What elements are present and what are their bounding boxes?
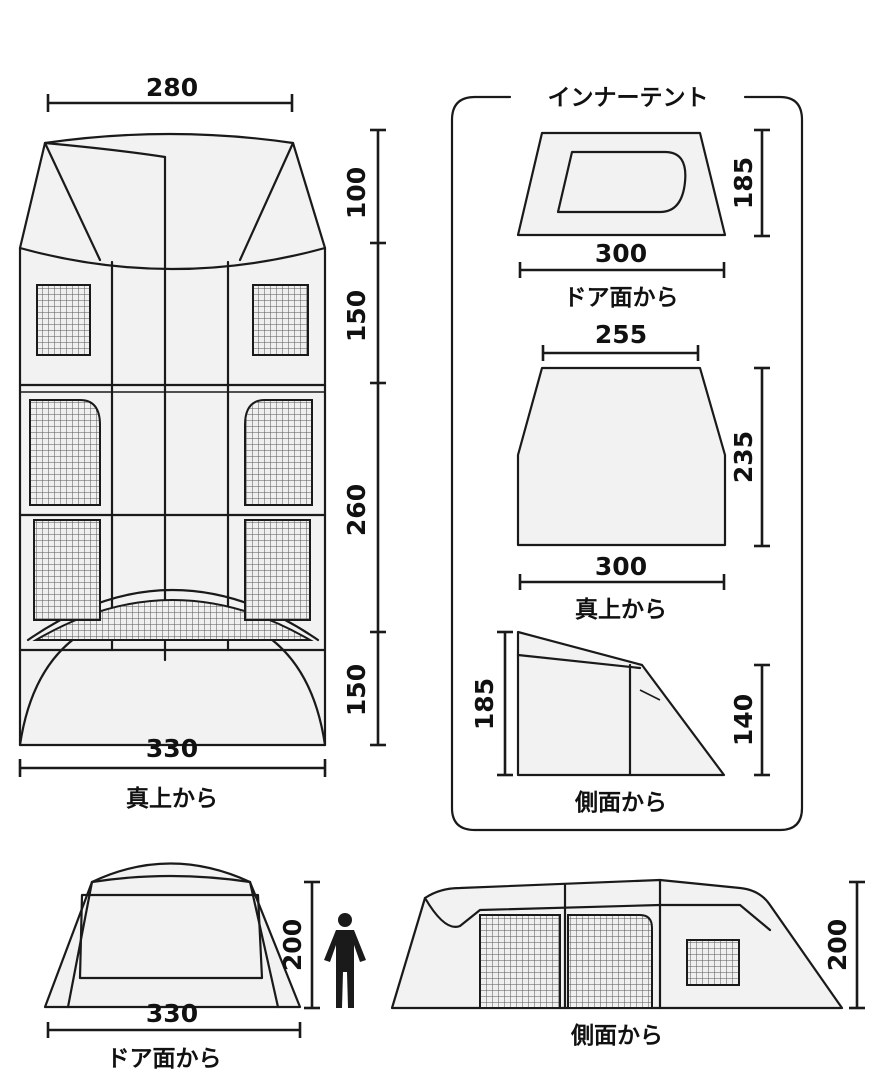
side-view-height: 200: [823, 919, 852, 971]
side-mesh-panel-right: [567, 914, 653, 1009]
base-width-label: 330: [146, 734, 198, 763]
side-view-caption: 側面から: [570, 1023, 663, 1049]
top-view: 280: [18, 73, 386, 812]
side-view: 200 側面から: [390, 878, 865, 1049]
mesh-door-left: [29, 399, 101, 506]
top-width-label: 280: [146, 73, 198, 102]
inner-side-left-height: 185: [470, 678, 499, 730]
door-face-view: 200 330 ドア面から: [43, 862, 320, 1072]
inner-top-view: 255 235 300 真上から: [516, 320, 770, 623]
inner-side-view: 185 140 側面から: [470, 630, 770, 816]
inner-side-right-height: 140: [729, 694, 758, 746]
dim-label-1: 100: [342, 167, 371, 219]
dim-label-2: 150: [342, 290, 371, 342]
inner-side-caption: 側面から: [574, 790, 667, 816]
side-window: [686, 939, 740, 986]
person-icon: [324, 913, 366, 1008]
mesh-window-upper-right: [252, 284, 309, 356]
door-view-caption: ドア面から: [107, 1046, 222, 1072]
inner-top-width-label: 255: [595, 320, 647, 349]
mesh-door-right: [244, 399, 313, 506]
dim-label-3: 260: [342, 484, 371, 536]
inner-door-face-view: 185 300 ドア面から: [516, 128, 770, 311]
top-view-caption: 真上から: [126, 785, 218, 812]
inner-top-bottom-width-label: 300: [595, 552, 647, 581]
top-view-length-dimensions: 100 150 260 150: [342, 128, 386, 747]
inner-door-width: 300: [595, 239, 647, 268]
top-width-dimension: 280: [46, 73, 294, 112]
inner-door-caption: ドア面から: [564, 285, 679, 311]
inner-top-caption: 真上から: [575, 596, 667, 623]
mesh-window-lower-left: [33, 519, 101, 621]
door-view-width: 330: [146, 999, 198, 1028]
mesh-window-upper-left: [36, 284, 91, 356]
side-mesh-panel-left: [479, 914, 561, 1009]
inner-door-height: 185: [729, 157, 758, 209]
door-view-height: 200: [278, 919, 307, 971]
inner-tent-title: インナーテント: [548, 85, 709, 111]
inner-top-height-label: 235: [729, 431, 758, 483]
base-width-dimension: 330: [18, 734, 327, 777]
dim-label-4: 150: [342, 664, 371, 716]
inner-tent-panel: インナーテント 185 300 ドア面から 255 235 30: [450, 85, 804, 832]
mesh-window-lower-right: [244, 519, 311, 621]
